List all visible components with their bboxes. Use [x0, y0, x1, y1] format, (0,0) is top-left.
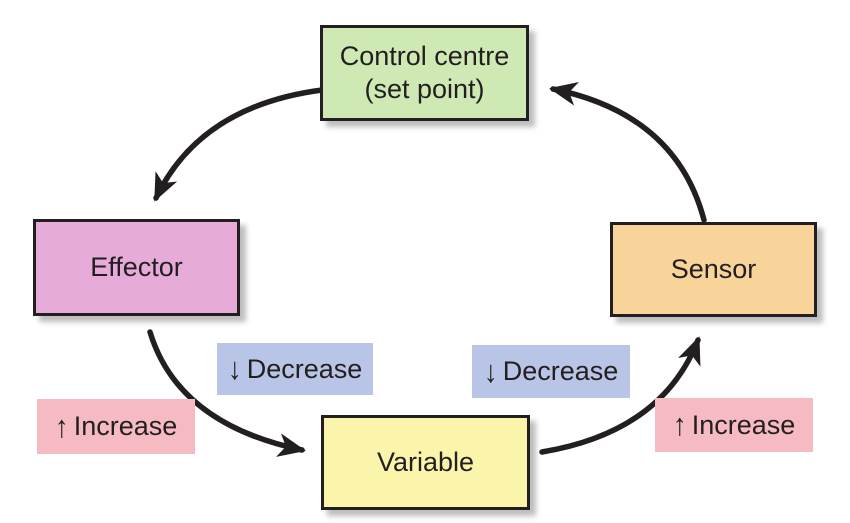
label-increase-right: ↑ Increase: [655, 398, 813, 452]
arrow-effector-to-variable: [147, 329, 306, 457]
node-sensor-label: Sensor: [670, 254, 757, 284]
node-sensor: Sensor: [610, 222, 817, 317]
node-effector: Effector: [33, 219, 240, 316]
label-decrease-left-text: Decrease: [246, 353, 363, 384]
node-variable-label: Variable: [376, 447, 475, 477]
label-decrease-left: ↓ Decrease: [217, 343, 373, 395]
label-increase-left-text: Increase: [73, 411, 178, 441]
control-centre-line2: (set point): [364, 74, 485, 104]
node-control-centre: Control centre (set point): [320, 25, 529, 121]
up-arrow-icon: ↑: [54, 408, 69, 443]
arrow-control-to-effector: [153, 87, 325, 202]
up-arrow-icon: ↑: [672, 407, 687, 442]
arrow-variable-to-sensor: [539, 336, 701, 455]
label-decrease-right: ↓ Decrease: [472, 345, 630, 398]
label-decrease-right-text: Decrease: [502, 356, 619, 386]
down-arrow-icon: ↓: [483, 353, 498, 388]
node-control-centre-label: Control centre (set point): [340, 40, 510, 106]
label-increase-left: ↑ Increase: [37, 399, 195, 454]
arrow-sensor-to-control: [549, 82, 707, 223]
node-variable: Variable: [321, 415, 530, 510]
label-increase-right-text: Increase: [691, 409, 796, 440]
node-effector-label: Effector: [90, 252, 183, 282]
down-arrow-icon: ↓: [227, 351, 242, 386]
control-centre-line1: Control centre: [339, 41, 510, 71]
